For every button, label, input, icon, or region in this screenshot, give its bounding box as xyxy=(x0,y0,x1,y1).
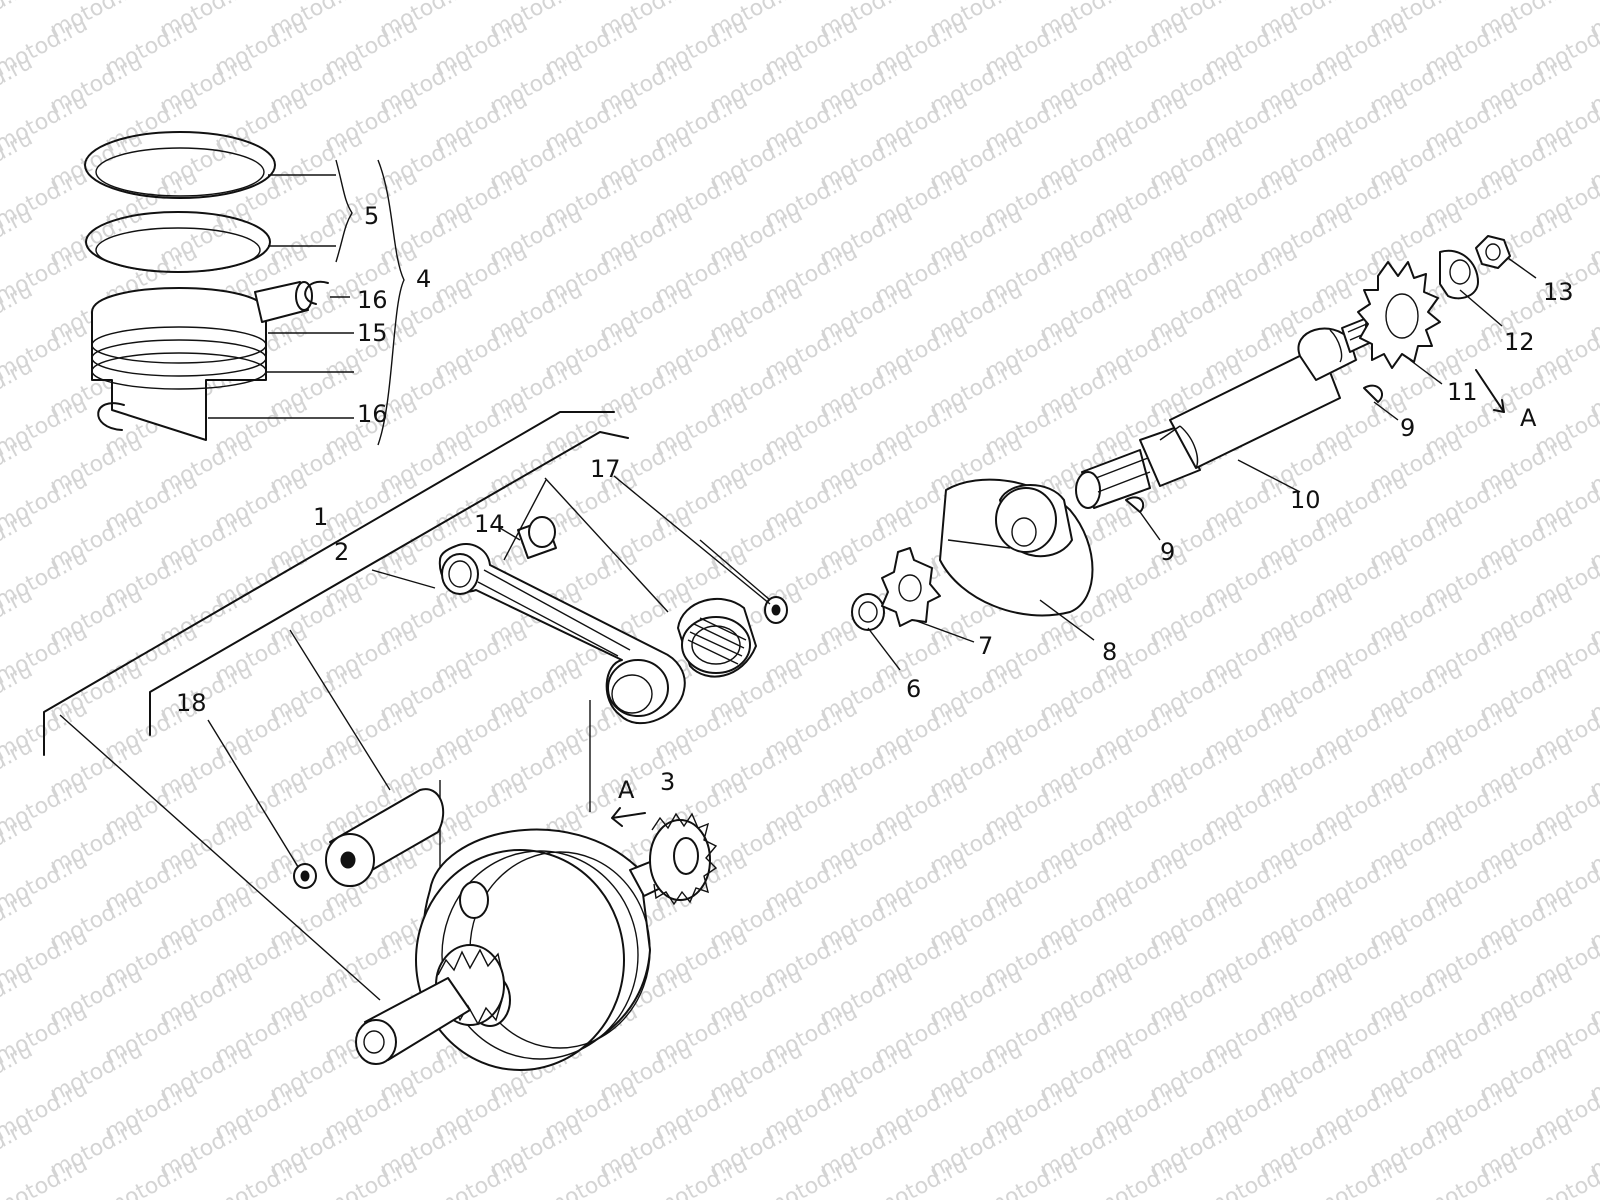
callout-16-lower: 16 xyxy=(357,400,388,428)
piston-assembly xyxy=(84,131,405,446)
connecting-rod xyxy=(438,543,686,725)
callout-8: 8 xyxy=(1102,638,1117,666)
callout-9-upper: 9 xyxy=(1400,414,1415,442)
callout-11: 11 xyxy=(1447,378,1478,406)
watermark-text: motod.ru xyxy=(761,1152,862,1200)
callout-a-upper: A xyxy=(1520,404,1537,432)
balance-shaft-10 xyxy=(1075,311,1387,509)
watermark-text: motod.ru xyxy=(651,1152,752,1200)
piston-ring-second xyxy=(85,211,271,273)
piston-pin xyxy=(254,281,313,323)
circlip-lower xyxy=(97,402,125,431)
leader-lines-right xyxy=(503,257,1537,671)
washer-6 xyxy=(851,593,885,631)
tab-washer-12 xyxy=(1439,249,1479,300)
watermark-text: motod.ru xyxy=(156,1190,257,1200)
direction-arrow-a-upper xyxy=(1475,369,1505,413)
watermark-text: motod.ru xyxy=(1311,1152,1412,1200)
nut-13 xyxy=(1475,235,1511,269)
piston-ring-top xyxy=(84,131,276,199)
callout-10: 10 xyxy=(1290,486,1321,514)
woodruff-key-lower xyxy=(1125,496,1145,513)
callout-1: 1 xyxy=(313,503,328,531)
crankshaft-flywheel xyxy=(355,812,718,1071)
watermark-text: motod.ru xyxy=(211,1152,312,1200)
callout-15: 15 xyxy=(357,319,388,347)
watermark-text: motod.ru xyxy=(0,1152,92,1200)
watermark-text: motod.ru xyxy=(1421,1152,1522,1200)
piston xyxy=(91,287,267,441)
callout-3: 3 xyxy=(660,768,675,796)
watermark-text: motod.ru xyxy=(1366,1190,1467,1200)
callout-13: 13 xyxy=(1543,278,1574,306)
watermark-text: motod.ru xyxy=(46,1190,147,1200)
watermark-text: motod.ru xyxy=(486,1190,587,1200)
watermark-text: motod.ru xyxy=(266,1190,367,1200)
callout-12: 12 xyxy=(1504,328,1535,356)
callout-labels: 1 2 3 4 5 6 7 8 9 9 10 11 12 13 14 15 16… xyxy=(176,202,1574,804)
watermark-text: motod.ru xyxy=(321,1152,422,1200)
watermark-text: motod.ru xyxy=(926,1190,1027,1200)
watermark-text: motod.ru xyxy=(1201,1152,1302,1200)
circlip-upper xyxy=(304,280,329,305)
watermark-text: motod.ru xyxy=(981,1152,1082,1200)
crank-pin xyxy=(325,788,445,887)
callout-5: 5 xyxy=(364,202,379,230)
watermark-text: motod.ru xyxy=(1091,1152,1192,1200)
callout-a-lower: A xyxy=(618,776,635,804)
watermark-text: motod.ru xyxy=(431,1152,532,1200)
callout-17: 17 xyxy=(590,455,621,483)
callout-18: 18 xyxy=(176,689,207,717)
drive-sprocket xyxy=(649,812,718,906)
watermark-text: motod.ru xyxy=(871,1152,972,1200)
lock-plate-7 xyxy=(881,547,941,627)
watermark-text: motod.ru xyxy=(1146,1190,1247,1200)
woodruff-key-upper xyxy=(1363,384,1383,403)
watermark-text: motod.ru xyxy=(1036,1190,1137,1200)
sprocket-11 xyxy=(1357,261,1441,369)
callout-2: 2 xyxy=(334,538,349,566)
callout-16-upper: 16 xyxy=(357,286,388,314)
watermark-text: motod.ru xyxy=(376,1190,477,1200)
callout-14: 14 xyxy=(474,510,505,538)
callout-4: 4 xyxy=(416,265,431,293)
crank-pin-washer xyxy=(764,596,788,624)
watermark-text: motod.ru xyxy=(816,1190,917,1200)
small-plug xyxy=(293,863,317,889)
watermark-text: motod.ru xyxy=(1256,1190,1357,1200)
callout-9-lower: 9 xyxy=(1160,538,1175,566)
watermark-text: motod.ru xyxy=(0,1190,37,1200)
small-end-bush xyxy=(517,516,557,559)
watermark-text: motod.ru xyxy=(541,1152,642,1200)
watermark-text: motod.ru xyxy=(1476,1190,1577,1200)
watermark-text: motod.ru xyxy=(706,1190,807,1200)
needle-bearing xyxy=(677,598,757,678)
direction-arrow-a-lower xyxy=(611,807,646,827)
watermark-text: motod.ru xyxy=(101,1152,202,1200)
callout-7: 7 xyxy=(978,632,993,660)
assembly-bracket xyxy=(43,411,771,1001)
counterweight-8 xyxy=(939,478,1094,617)
callout-6: 6 xyxy=(906,675,921,703)
watermark-text: motod.ru xyxy=(596,1190,697,1200)
